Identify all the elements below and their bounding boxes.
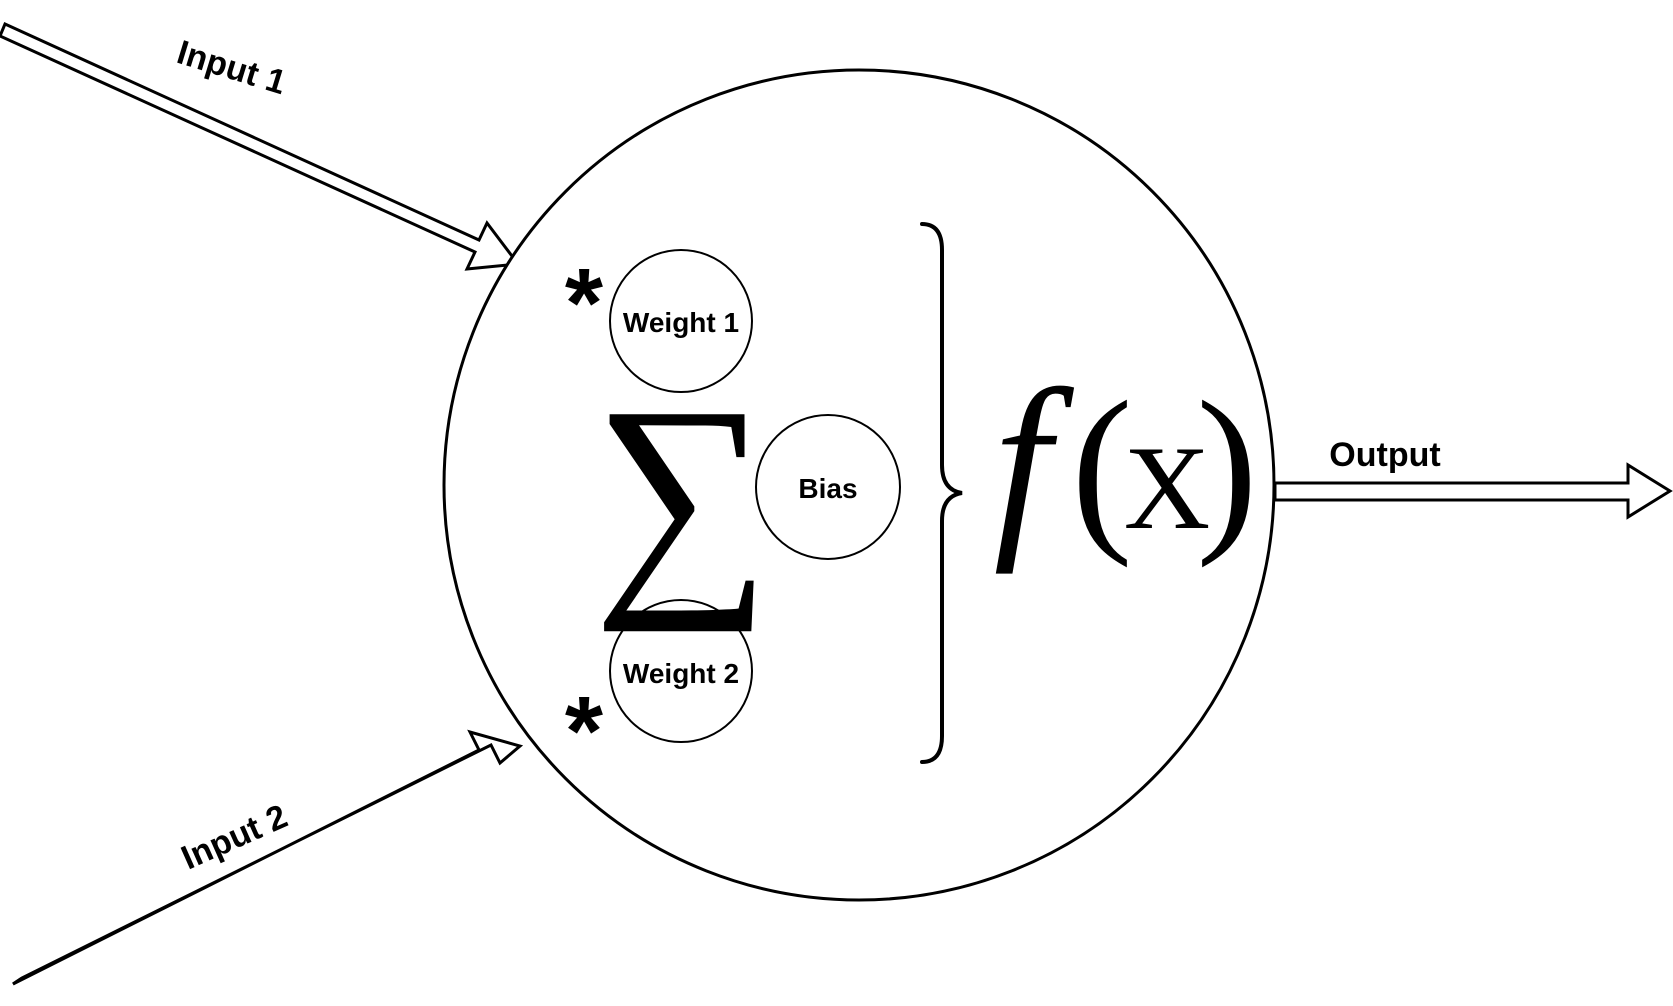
activation-close-paren: ) bbox=[1196, 364, 1258, 569]
output-label: Output bbox=[1329, 436, 1440, 474]
multiply-symbol-2: * bbox=[565, 676, 604, 786]
multiply-symbol-1: * bbox=[565, 248, 604, 358]
bias-label: Bias bbox=[798, 473, 857, 504]
weight-2-node: Weight 2 bbox=[609, 599, 753, 743]
input-2-arrow bbox=[12, 729, 524, 986]
summation-symbol: ∑ bbox=[593, 356, 771, 633]
activation-function: f ( X ) bbox=[994, 348, 1258, 575]
input-1-label: Input 1 bbox=[173, 33, 291, 102]
input-2-label: Input 2 bbox=[176, 797, 293, 877]
curly-brace bbox=[920, 222, 963, 764]
bias-node: Bias bbox=[755, 414, 901, 560]
input-1-arrow bbox=[0, 21, 521, 271]
output-arrow bbox=[1273, 462, 1673, 520]
weight-1-label: Weight 1 bbox=[623, 307, 739, 338]
activation-open-paren: ( bbox=[1071, 364, 1133, 569]
activation-variable: X bbox=[1124, 421, 1211, 554]
weight-1-node: Weight 1 bbox=[609, 249, 753, 393]
weight-2-label: Weight 2 bbox=[623, 658, 739, 689]
